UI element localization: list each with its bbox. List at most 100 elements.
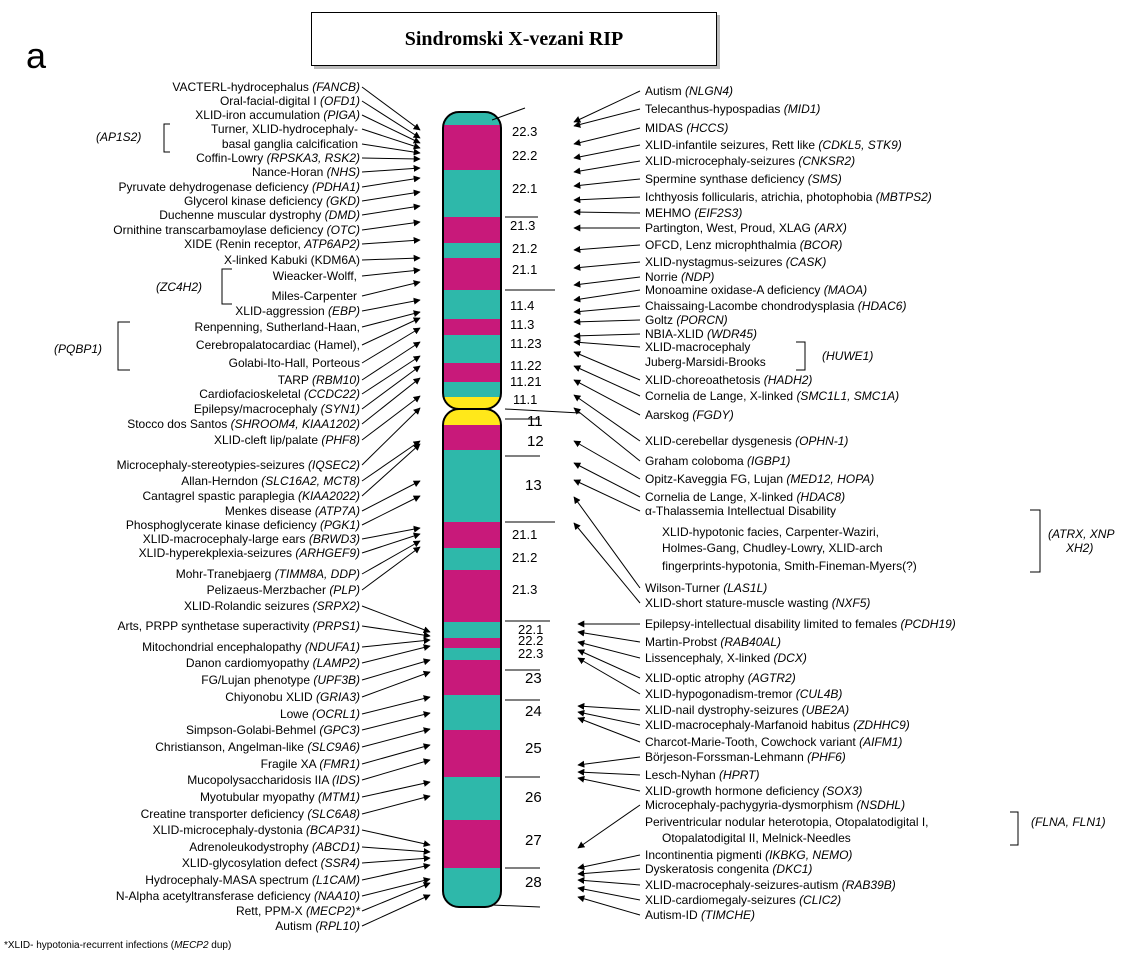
gene-group-zc4h2: (ZC4H2) (156, 280, 203, 294)
gene-name: (FANCB) (312, 80, 360, 94)
syndrome-name: Otopalatodigital II, Melnick-Needles (662, 831, 851, 845)
gene-name: (NDUFA1) (304, 640, 360, 654)
gene-locus-arrow (573, 365, 641, 397)
syndrome-name: Duchenne muscular dystrophy (159, 208, 325, 222)
syndrome-name: Cardiofacioskeletal (199, 387, 304, 401)
gene-locus-arrow (573, 407, 641, 462)
gene-locus-arrow (361, 605, 431, 634)
gene-name: (OTC) (326, 223, 360, 237)
right-syndrome-label: XLID-cardiomegaly-seizures (CLIC2) (645, 893, 841, 907)
right-syndrome-label: Dyskeratosis congenita (DKC1) (645, 862, 812, 876)
syndrome-name: XLID-aggression (235, 304, 328, 318)
syndrome-name: Creatine transporter deficiency (140, 807, 308, 821)
syndrome-name: Börjeson-Forssman-Lehmann (645, 750, 808, 764)
right-syndrome-label: Wilson-Turner (LAS1L) (645, 581, 767, 595)
syndrome-name: Coffin-Lowry (196, 151, 267, 165)
gene-locus-arrow (361, 882, 431, 912)
gene-name: (EIF2S3) (694, 206, 743, 220)
gene-name: (NSDHL) (856, 798, 906, 812)
band-p-22-3 (443, 112, 501, 125)
left-syndrome-label: Christianson, Angelman-like (SLC9A6) (155, 740, 360, 754)
syndrome-name: Menkes disease (224, 504, 315, 518)
syndrome-name: Autism (275, 919, 316, 933)
band-q-22-1 (443, 622, 501, 638)
gene-locus-arrow (361, 532, 421, 554)
gene-name: (NHS) (326, 165, 360, 179)
grouping-bracket (796, 341, 806, 371)
gene-locus-arrow (573, 208, 641, 216)
syndrome-name: Oral-facial-digital I (219, 94, 320, 108)
gene-name: (DMD) (324, 208, 360, 222)
syndrome-name: Microcephaly-pachygyria-dysmorphism (645, 798, 857, 812)
gene-locus-arrow (577, 657, 641, 695)
left-syndrome-label: basal ganglia calcification (222, 137, 358, 151)
right-syndrome-label: XLID-short stature-muscle wasting (NXF5) (645, 596, 870, 610)
right-syndrome-label: OFCD, Lenz microphthalmia (BCOR) (645, 238, 842, 252)
gene-name: (NLGN4) (685, 84, 734, 98)
gene-locus-arrow (361, 254, 421, 262)
right-syndrome-label: Incontinentia pigmenti (IKBKG, NEMO) (645, 848, 852, 862)
grouping-bracket (163, 123, 170, 153)
gene-name: (UPF3B) (313, 673, 360, 687)
gene-locus-arrow (577, 756, 641, 768)
gene-locus-arrow (577, 629, 641, 643)
gene-name: (PGK1) (319, 518, 360, 532)
left-syndrome-label: XLID-hyperekplexia-seizures (ARHGEF9) (139, 546, 360, 560)
syndrome-name: Miles-Carpenter (271, 289, 357, 303)
gene-locus-arrow (573, 318, 641, 326)
gene-locus-arrow (361, 854, 431, 864)
gene-name: (GRIA3) (315, 690, 360, 704)
left-syndrome-label: Turner, XLID-hydrocephaly- (211, 122, 358, 136)
left-syndrome-label: Renpenning, Sutherland-Haan, (195, 320, 360, 334)
gene-name: (RAB39B) (841, 878, 896, 892)
band-q-21-2 (443, 548, 501, 570)
left-syndrome-label: XLID-cleft lip/palate (PHF8) (214, 433, 360, 447)
right-syndrome-label: Partington, West, Proud, XLAG (ARX) (645, 221, 847, 235)
left-syndrome-label: XLID-macrocephaly-large ears (BRWD3) (143, 532, 360, 546)
gene-name: (PDHA1) (311, 180, 360, 194)
left-syndrome-label: Hydrocephaly-MASA spectrum (L1CAM) (145, 873, 360, 887)
syndrome-name: Charcot-Marie-Tooth, Cowchock variant (645, 735, 860, 749)
left-syndrome-label: Glycerol kinase deficiency (GKD) (184, 194, 360, 208)
gene-name: ATP6AP2) (304, 237, 360, 251)
syndrome-name: Martin-Probst (645, 635, 721, 649)
gene-name: (RPSKA3, RSK2) (266, 151, 360, 165)
syndrome-name: α-Thalassemia Intellectual Disability (645, 504, 837, 518)
right-syndrome-label: Monoamine oxidase-A deficiency (MAOA) (645, 283, 867, 297)
left-syndrome-label: XLID-Rolandic seizures (SRPX2) (184, 599, 360, 613)
syndrome-name: Arts, PRPP synthetase superactivity (117, 619, 313, 633)
left-syndrome-label: X-linked Kabuki (KDM6A) (224, 253, 360, 267)
band-label: 23 (525, 670, 542, 687)
gene-locus-arrow (573, 196, 641, 204)
left-syndrome-label: FG/Lujan phenotype (UPF3B) (201, 673, 360, 687)
gene-locus-arrow (573, 338, 641, 348)
syndrome-name: XLID-optic atrophy (645, 671, 748, 685)
gene-name: (BCOR) (799, 238, 843, 252)
left-syndrome-label: Cantagrel spastic paraplegia (KIAA2022) (143, 489, 360, 503)
band-label: 11 (527, 413, 543, 430)
syndrome-name: Spermine synthase deficiency (645, 172, 808, 186)
gene-locus-arrow (573, 144, 641, 161)
right-syndrome-label: Autism (NLGN4) (645, 84, 733, 98)
syndrome-name: Rett, PPM-X (235, 904, 306, 918)
gene-name: (WDR45) (707, 327, 758, 341)
gene-name: (UBE2A) (801, 703, 850, 717)
gene-locus-arrow (361, 327, 421, 364)
syndrome-name: TARP (277, 373, 312, 387)
right-syndrome-label: XLID-infantile seizures, Rett like (CDKL… (645, 138, 902, 152)
gene-name: (ABCD1) (311, 840, 360, 854)
syndrome-name: Allan-Herndon (181, 474, 262, 488)
syndrome-name: XLID-hypogonadism-tremor (645, 687, 796, 701)
left-syndrome-label: Danon cardiomyopathy (LAMP2) (186, 656, 360, 670)
gene-name: (OPHN-1) (795, 434, 849, 448)
gene-locus-arrow (361, 525, 421, 540)
right-syndrome-label: Charcot-Marie-Tooth, Cowchock variant (A… (645, 735, 902, 749)
left-syndrome-label: Mohr-Tranebjaerg (TIMM8A, DDP) (176, 567, 360, 581)
right-syndrome-label: Aarskog (FGDY) (645, 408, 734, 422)
right-syndrome-label: Börjeson-Forssman-Lehmann (PHF6) (645, 750, 846, 764)
gene-locus-arrow (361, 758, 431, 781)
syndrome-name: Autism-ID (645, 908, 702, 922)
gene-locus-arrow (361, 155, 421, 163)
syndrome-name: Chiyonobu XLID (225, 690, 316, 704)
